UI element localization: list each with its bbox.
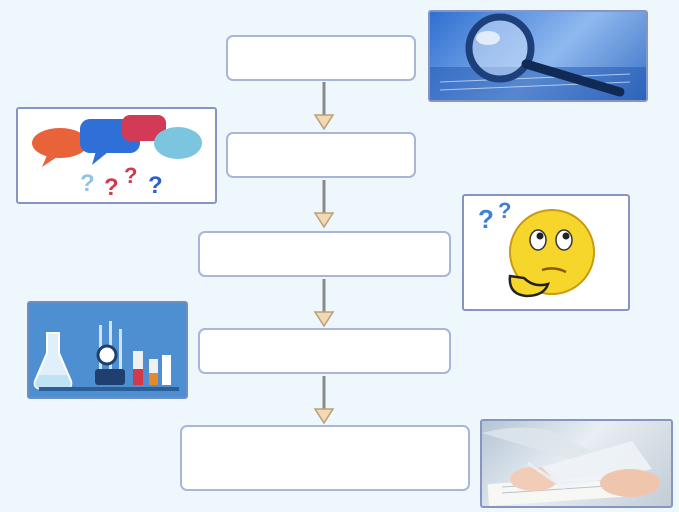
flow-step-2 [226,132,416,178]
flow-arrow-1 [313,82,335,131]
svg-text:?: ? [124,163,137,188]
svg-text:?: ? [80,170,95,197]
speech-bubbles-question-icon: ? ? ? ? [32,115,202,201]
magnifying-glass-icon [430,13,646,100]
magnifying-glass-image [428,10,648,102]
writing-image [480,419,673,508]
svg-text:?: ? [498,198,511,223]
laboratory-image [27,301,188,399]
flow-step-1 [226,35,416,81]
flow-step-4 [198,328,451,374]
flow-arrow-2 [313,180,335,229]
svg-text:?: ? [104,174,119,201]
writing-hand-icon [482,427,660,506]
flow-step-5 [180,425,470,491]
svg-text:?: ? [148,172,163,199]
flow-arrow-4 [313,376,335,425]
flow-step-3 [198,231,451,277]
thinking-face-image: ? ? [462,194,630,311]
laboratory-icon [33,321,179,391]
thinking-face-icon: ? ? [478,198,595,298]
flow-arrow-3 [313,279,335,328]
discussion-image: ? ? ? ? [16,107,217,204]
svg-text:?: ? [478,204,494,234]
